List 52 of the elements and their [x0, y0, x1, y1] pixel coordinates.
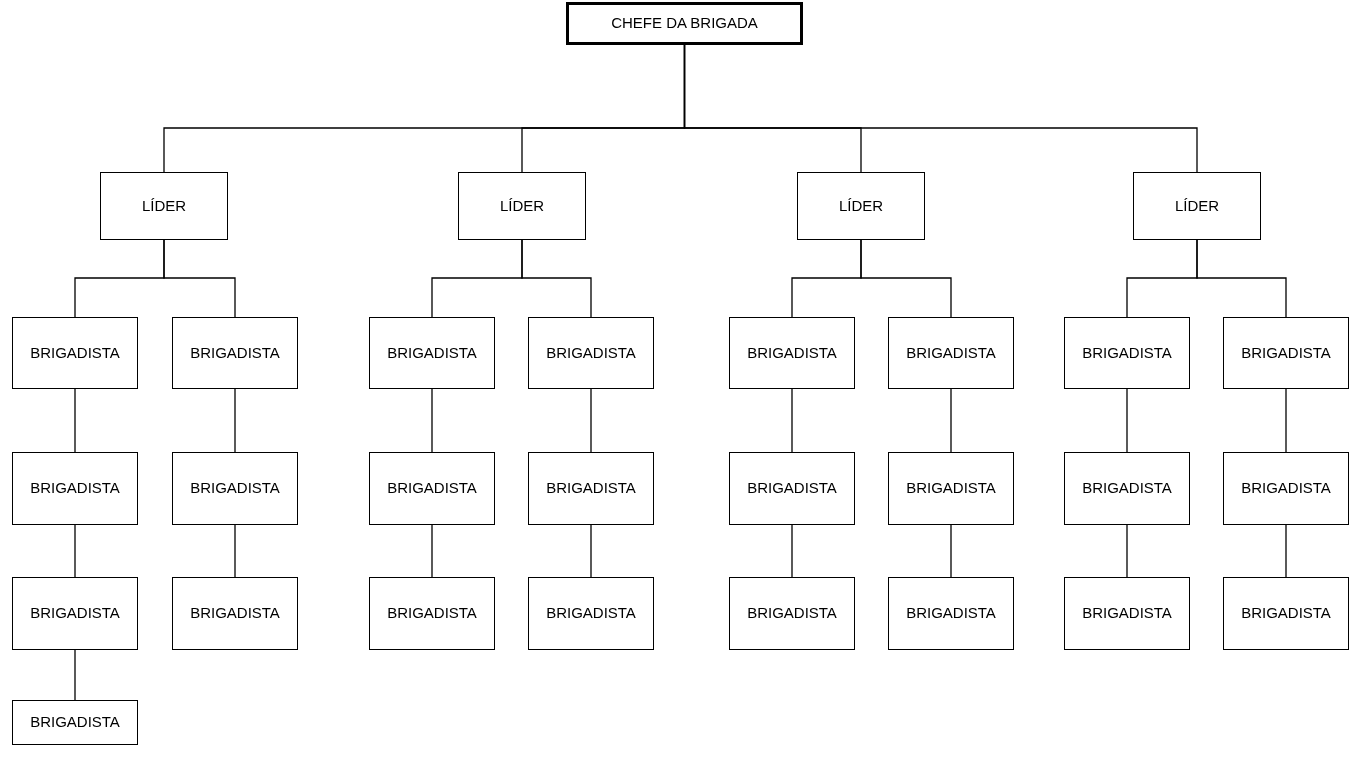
connector-line	[74, 524, 76, 578]
org-box: BRIGADISTA	[172, 317, 298, 389]
org-box: BRIGADISTA	[12, 577, 138, 650]
connector-line	[590, 388, 592, 453]
connector-line	[791, 524, 793, 578]
connector-line	[1196, 239, 1287, 318]
connector-line	[950, 388, 952, 453]
connector-line	[431, 524, 433, 578]
connector-line	[950, 524, 952, 578]
org-box: BRIGADISTA	[12, 317, 138, 389]
org-box: BRIGADISTA	[729, 577, 855, 650]
connector-line	[74, 388, 76, 453]
org-box: BRIGADISTA	[12, 700, 138, 745]
org-box: BRIGADISTA	[528, 317, 654, 389]
chief-box: CHEFE DA BRIGADA	[566, 2, 803, 45]
org-box: BRIGADISTA	[1064, 452, 1190, 525]
org-box: BRIGADISTA	[888, 577, 1014, 650]
org-box: BRIGADISTA	[1223, 577, 1349, 650]
org-box: LÍDER	[1133, 172, 1261, 240]
connector-line	[74, 649, 76, 701]
connector-line	[1126, 524, 1128, 578]
org-box: BRIGADISTA	[528, 577, 654, 650]
connector-line	[234, 388, 236, 453]
org-box: BRIGADISTA	[369, 577, 495, 650]
connector-line	[1285, 388, 1287, 453]
org-box: BRIGADISTA	[369, 452, 495, 525]
connector-line	[590, 524, 592, 578]
org-box: BRIGADISTA	[1064, 317, 1190, 389]
org-box: LÍDER	[458, 172, 586, 240]
connector-line	[431, 388, 433, 453]
org-box: BRIGADISTA	[12, 452, 138, 525]
connector-line	[860, 239, 952, 318]
org-box: BRIGADISTA	[172, 452, 298, 525]
connector-line	[521, 239, 592, 318]
connector-line	[1126, 388, 1128, 453]
org-box: BRIGADISTA	[888, 452, 1014, 525]
org-box: BRIGADISTA	[172, 577, 298, 650]
org-box: BRIGADISTA	[1223, 452, 1349, 525]
connector-line	[1285, 524, 1287, 578]
org-box: BRIGADISTA	[729, 317, 855, 389]
connector-line	[234, 524, 236, 578]
org-box: BRIGADISTA	[1064, 577, 1190, 650]
org-box: BRIGADISTA	[1223, 317, 1349, 389]
org-box: BRIGADISTA	[528, 452, 654, 525]
connector-line	[683, 44, 1198, 173]
connector-line	[163, 239, 236, 318]
org-box: BRIGADISTA	[729, 452, 855, 525]
org-box: BRIGADISTA	[369, 317, 495, 389]
connector-line	[791, 388, 793, 453]
org-box: LÍDER	[797, 172, 925, 240]
org-box: BRIGADISTA	[888, 317, 1014, 389]
org-box: LÍDER	[100, 172, 228, 240]
